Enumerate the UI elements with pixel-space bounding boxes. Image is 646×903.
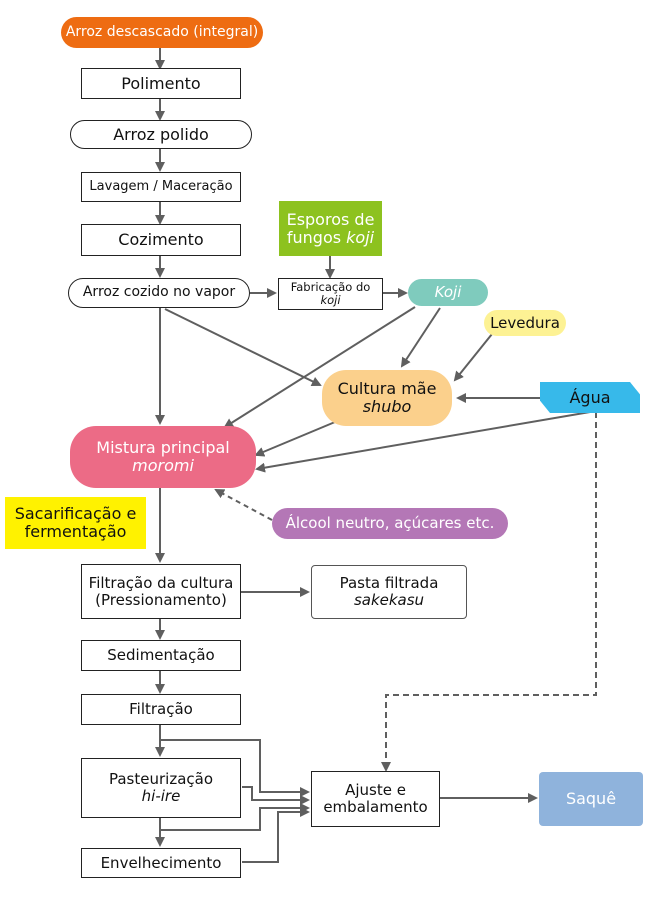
- node-ajuste-line1: Ajuste e: [345, 781, 406, 800]
- node-arroz-descascado: Arroz descascado (integral): [61, 17, 263, 48]
- node-mistura-line1: Mistura principal: [96, 438, 230, 458]
- node-filtracao-label: Filtração: [129, 700, 193, 719]
- node-lavagem: Lavagem / Maceração: [81, 172, 241, 202]
- node-arroz-cozido-label: Arroz cozido no vapor: [82, 284, 236, 301]
- node-sacarificacao-line2: fermentação: [24, 522, 127, 541]
- node-fabricacao-label: Fabricação do koji: [290, 280, 371, 307]
- node-cultura-mae: Cultura mãe shubo: [322, 370, 452, 426]
- node-pasta-filtrada: Pasta filtrada sakekasu: [311, 565, 467, 619]
- node-filtracao-cultura-line1: Filtração da cultura: [88, 573, 234, 592]
- arrow-filtracao-ajuste: [160, 739, 310, 797]
- node-fabricacao-koji: Fabricação do koji: [278, 278, 383, 310]
- node-sedimentacao-label: Sedimentação: [107, 646, 215, 665]
- node-pasta-line1: Pasta filtrada: [339, 574, 439, 593]
- node-mistura-line2: moromi: [132, 456, 194, 475]
- node-mistura-principal: Mistura principal moromi: [70, 426, 256, 488]
- node-alcool-label: Álcool neutro, açúcares etc.: [285, 514, 495, 533]
- node-polimento: Polimento: [81, 68, 241, 99]
- arrow-envelhecimento-ajuste: [242, 807, 310, 863]
- arrow-cultura-mistura: [254, 421, 336, 457]
- node-filtracao: Filtração: [81, 694, 241, 725]
- node-agua-label: Água: [569, 387, 611, 407]
- node-sacarificacao-line1: Sacarificação e: [14, 504, 137, 524]
- arrow-levedura-cultura: [453, 333, 493, 382]
- node-cozimento-label: Cozimento: [118, 230, 204, 250]
- node-esporos-line1: Esporos de: [286, 209, 375, 229]
- arrow-agua-ajuste: [381, 412, 597, 772]
- node-pasteurizacao-line2: hi-ire: [141, 787, 181, 805]
- arrow-koji-cultura: [400, 307, 441, 368]
- node-pasta-line2: sakekasu: [353, 591, 425, 609]
- node-sacarificacao: Sacarificação e fermentação: [5, 497, 146, 549]
- node-filtracao-cultura-line2: (Pressionamento): [95, 590, 227, 609]
- node-levedura-label: Levedura: [490, 313, 560, 332]
- arrow-agua-mistura: [255, 411, 591, 473]
- node-cultura-mae-line1: Cultura mãe: [337, 379, 437, 399]
- node-koji-label: Koji: [434, 283, 462, 302]
- node-ajuste-line2: embalamento: [323, 798, 428, 816]
- node-sedimentacao: Sedimentação: [81, 640, 241, 671]
- node-pasteurizacao: Pasteurização hi-ire: [81, 758, 241, 818]
- node-saque-label: Saquê: [565, 789, 617, 809]
- node-pasteurizacao-line1: Pasteurização: [108, 770, 213, 789]
- node-saque: Saquê: [539, 772, 643, 826]
- node-cozimento: Cozimento: [81, 224, 241, 256]
- arrow-koji-mistura: [223, 306, 416, 429]
- node-esporos: Esporos de fungos koji: [279, 201, 382, 256]
- arrow-split-ajuste: [160, 803, 310, 831]
- arrow-alcool-mistura: [214, 489, 273, 521]
- node-filtracao-cultura: Filtração da cultura (Pressionamento): [81, 564, 241, 619]
- arrow-cozido-cultura: [164, 308, 322, 386]
- node-arroz-descascado-label: Arroz descascado (integral): [65, 23, 259, 40]
- node-polimento-label: Polimento: [121, 73, 201, 93]
- node-arroz-polido: Arroz polido: [70, 120, 252, 149]
- node-koji: Koji: [408, 279, 488, 306]
- node-esporos-line2: fungos koji: [286, 227, 375, 247]
- node-ajuste-embalamento: Ajuste e embalamento: [311, 771, 440, 827]
- node-lavagem-label: Lavagem / Maceração: [89, 178, 233, 194]
- node-envelhecimento-label: Envelhecimento: [100, 853, 222, 872]
- node-agua: Água: [540, 382, 640, 413]
- arrow-pasteurizacao-ajuste: [242, 786, 310, 805]
- node-alcool: Álcool neutro, açúcares etc.: [272, 508, 508, 539]
- node-arroz-cozido: Arroz cozido no vapor: [68, 278, 250, 308]
- node-cultura-mae-line2: shubo: [362, 397, 412, 416]
- node-envelhecimento: Envelhecimento: [81, 848, 241, 878]
- node-levedura: Levedura: [484, 310, 566, 336]
- node-arroz-polido-label: Arroz polido: [113, 124, 209, 144]
